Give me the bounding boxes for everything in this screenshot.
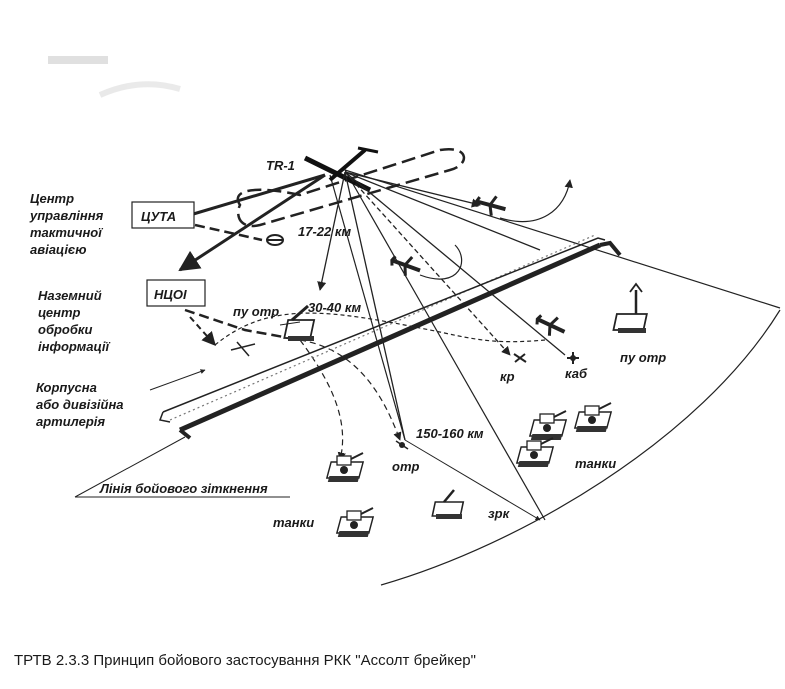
launcher-left-2-icon [230, 341, 256, 357]
svg-text:авіацією: авіацією [30, 242, 87, 257]
svg-text:артилерія: артилерія [36, 414, 105, 429]
data-links [178, 173, 326, 347]
tr1-orbit [236, 147, 466, 228]
tr1-aircraft [303, 146, 379, 193]
ntsoi-label: НЦОІ [154, 287, 187, 302]
range-sector [329, 169, 781, 586]
launcher-left-label: пу отр [233, 304, 279, 319]
front-line-label: Лінія бойового зіткнення [75, 481, 290, 498]
tsuta-label: ЦУТА [141, 209, 176, 224]
tanks-right-label: танки [575, 456, 616, 471]
label-leaders [74, 321, 301, 498]
jet-3 [531, 308, 571, 343]
sam-icon [431, 489, 465, 519]
ntsoi-box: НЦОІ [146, 279, 206, 307]
svg-text:Наземний: Наземний [38, 288, 102, 303]
center-aviation-label: Центр управління тактичної авіацією [29, 191, 104, 257]
sam-label: зрк [488, 506, 511, 521]
svg-text:інформації: інформації [38, 339, 111, 354]
range-mid-label: 30-40 км [308, 300, 361, 315]
missile-kab-label: каб [565, 366, 588, 381]
svg-text:або дивізійна: або дивізійна [36, 397, 124, 412]
svg-text:Центр: Центр [30, 191, 74, 206]
launcher-left-icon [283, 304, 316, 341]
svg-text:центр: центр [38, 305, 81, 320]
tank-icon [515, 437, 555, 468]
range-arrows [404, 439, 541, 521]
svg-text:обробки: обробки [38, 322, 93, 337]
scan-smudge [48, 56, 181, 98]
svg-text:Корпусна: Корпусна [36, 380, 97, 395]
radar-rays [317, 171, 566, 441]
missile-otr-label: отр [392, 459, 420, 474]
ground-center-label: Наземний центр обробки інформації [38, 288, 111, 354]
target-kr-icon [513, 353, 527, 363]
range-short-label: 17-22 км [298, 224, 351, 239]
launcher-right-label: пу отр [620, 350, 666, 365]
target-kab-icon [567, 352, 579, 364]
figure-caption: ТРТВ 2.3.3 Принцип бойового застосування… [14, 652, 476, 669]
tank-icon [573, 402, 613, 433]
tank-icon [325, 452, 365, 483]
svg-text:тактичної: тактичної [30, 225, 103, 240]
front-line-bar [158, 234, 622, 440]
flight-paths [214, 179, 573, 461]
range-long-label: 150-160 км [416, 426, 484, 441]
tsuta-box: ЦУТА [131, 201, 195, 229]
tanks-left-label: танки [273, 515, 314, 530]
launcher-right-icon [612, 282, 648, 333]
artillery-label: Корпусна або дивізійна артилерія [36, 380, 124, 429]
svg-text:управління: управління [29, 208, 104, 223]
tank-icon [335, 507, 375, 538]
tank-icon [528, 410, 568, 441]
aircraft-label: TR-1 [266, 158, 295, 173]
missile-kr-label: кр [500, 369, 515, 384]
target-otr-icon [395, 440, 409, 450]
svg-text:Лінія бойового зіткнення: Лінія бойового зіткнення [99, 481, 268, 496]
